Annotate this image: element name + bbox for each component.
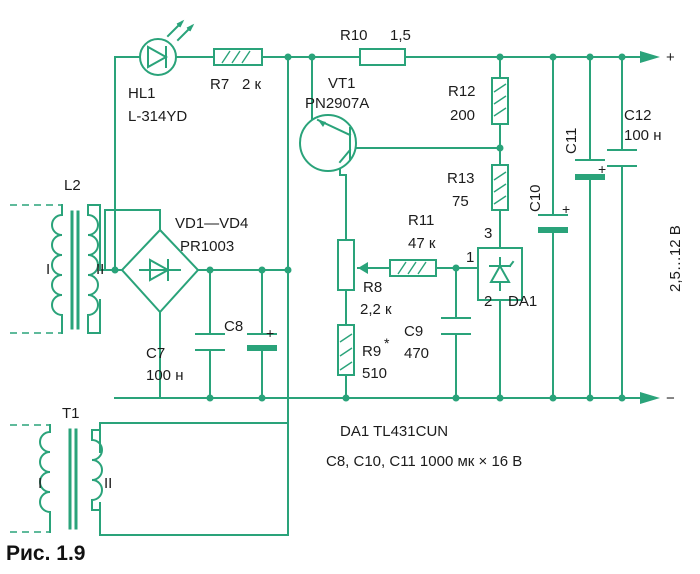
- c11-capacitor-symbol: [575, 159, 605, 180]
- r10-resistor-symbol: [359, 48, 406, 66]
- vt1-ref: VT1: [328, 75, 356, 92]
- t1-transformer-symbol: [10, 424, 103, 533]
- r8-value: 2,2 к: [360, 301, 392, 318]
- c7-value: 100 н: [146, 367, 183, 384]
- da1-pin2: 2: [484, 293, 492, 310]
- r13-value: 75: [452, 193, 469, 210]
- c8-capacitor-symbol: [247, 333, 277, 351]
- output-minus: −: [666, 390, 675, 407]
- r11-ref: R11: [408, 212, 434, 229]
- c9-capacitor-symbol: [441, 317, 471, 335]
- r13-ref: R13: [447, 170, 475, 187]
- diode-bridge-symbol: [120, 228, 200, 314]
- r8-potentiometer-symbol: [337, 239, 368, 291]
- bridge-ref: VD1—VD4: [175, 215, 248, 232]
- c9-value: 470: [404, 345, 429, 362]
- r7-value: 2 к: [242, 76, 262, 93]
- t1-winding1: I: [38, 475, 42, 492]
- l2-winding2: II: [96, 261, 104, 278]
- c7-ref: C7: [146, 345, 165, 362]
- r12-ref: R12: [448, 83, 476, 100]
- note-da1-type: DA1 TL431CUN: [340, 423, 448, 440]
- vt1-part: PN2907A: [305, 95, 369, 112]
- l2-choke-symbol: [10, 204, 99, 334]
- figure-caption: Рис. 1.9: [6, 542, 85, 565]
- c8-ref: C8: [224, 318, 243, 335]
- c9-ref: C9: [404, 323, 423, 340]
- junction-dots: [111, 53, 626, 402]
- hl1-led-symbol: [139, 19, 195, 76]
- r9-ref: R9: [362, 343, 381, 360]
- note-capacitors: C8, C10, C11 1000 мк × 16 В: [326, 453, 522, 470]
- r13-resistor-symbol: [491, 164, 509, 211]
- c10-capacitor-symbol: [538, 214, 568, 233]
- hl1-part: L-314YD: [128, 108, 187, 125]
- da1-pin1: 1: [466, 249, 474, 266]
- r9-resistor-symbol: [337, 324, 355, 376]
- r8-ref: R8: [363, 279, 382, 296]
- t1-ref: T1: [62, 405, 80, 422]
- r10-value: 1,5: [390, 27, 411, 44]
- hl1-ref: HL1: [128, 85, 156, 102]
- c10-ref: C10: [527, 184, 544, 212]
- l2-ref: L2: [64, 177, 81, 194]
- r11-value: 47 к: [408, 235, 436, 252]
- da1-regulator-symbol: [477, 247, 523, 301]
- output-plus: +: [666, 49, 675, 66]
- svg-text:+: +: [562, 201, 570, 217]
- output-voltage: 2,5…12 В: [667, 225, 684, 292]
- r11-resistor-symbol: [389, 259, 437, 277]
- r9-value: 510: [362, 365, 387, 382]
- c7-capacitor-symbol: [195, 333, 225, 351]
- r7-resistor-symbol: [213, 48, 263, 66]
- c12-value: 100 н: [624, 127, 661, 144]
- c11-ref: C11: [563, 128, 580, 154]
- notes: DA1 TL431CUN C8, C10, C11 1000 мк × 16 В: [326, 423, 522, 470]
- r12-value: 200: [450, 107, 475, 124]
- da1-ref: DA1: [508, 293, 537, 310]
- vt1-transistor-symbol: [299, 114, 357, 172]
- r10-ref: R10: [340, 27, 368, 44]
- r12-resistor-symbol: [491, 77, 509, 125]
- c8-plus: +: [266, 325, 274, 341]
- bridge-part: PR1003: [180, 238, 234, 255]
- svg-text:+: +: [598, 161, 606, 177]
- r7-ref: R7: [210, 76, 229, 93]
- component-labels: HL1 L-314YD R7 2 к R10 1,5 VT1 PN2907A R…: [38, 27, 661, 492]
- output-labels: + − 2,5…12 В: [666, 49, 684, 407]
- c12-ref: C12: [624, 107, 652, 124]
- r9-mark: *: [384, 335, 390, 351]
- l2-winding1: I: [46, 261, 50, 278]
- t1-winding2: II: [104, 475, 112, 492]
- c12-capacitor-symbol: [607, 149, 637, 167]
- da1-pin3: 3: [484, 225, 492, 242]
